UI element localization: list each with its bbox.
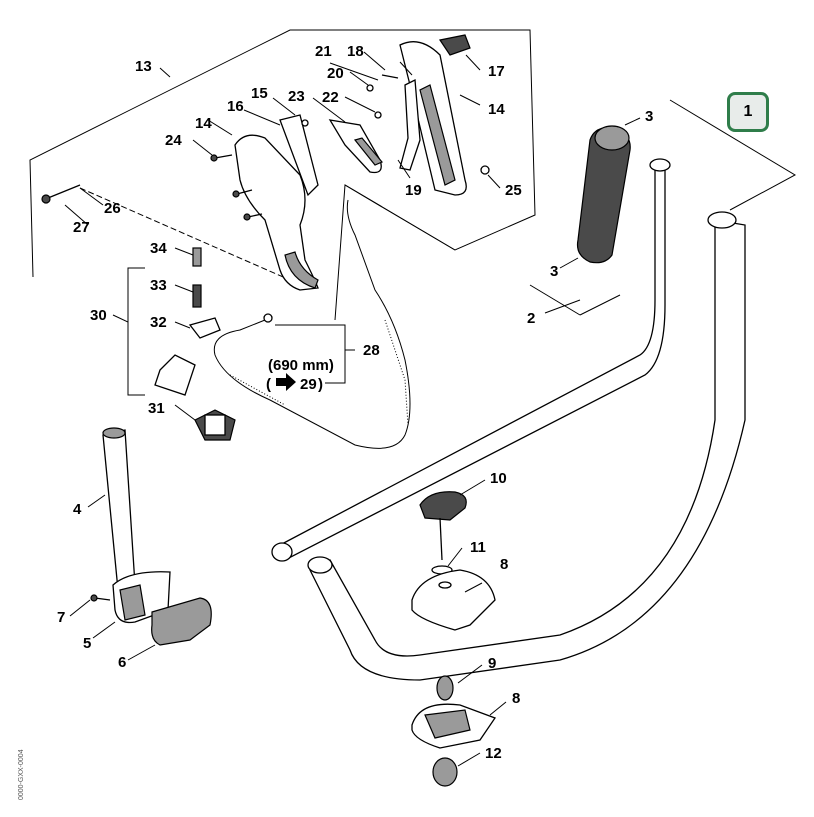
label-29: 29 xyxy=(300,376,317,393)
label-31: 31 xyxy=(148,400,165,417)
label-2: 2 xyxy=(527,310,535,327)
label-11: 11 xyxy=(470,539,486,556)
label-24: 24 xyxy=(165,132,182,149)
label-8-lower: 8 xyxy=(512,690,520,707)
label-34: 34 xyxy=(150,240,167,257)
label-27: 27 xyxy=(73,219,90,236)
throttle-parts xyxy=(301,74,490,175)
label-3-top: 3 xyxy=(645,108,653,125)
leader-lines xyxy=(64,51,641,767)
label-29-close: ) xyxy=(318,376,323,393)
label-23: 23 xyxy=(288,88,305,105)
handlebar-group-outline xyxy=(529,99,797,316)
control-handle xyxy=(234,34,471,291)
shaft-and-clamp xyxy=(90,427,212,646)
label-25: 25 xyxy=(505,182,522,199)
label-21: 21 xyxy=(315,43,332,60)
label-19: 19 xyxy=(405,182,422,199)
label-7: 7 xyxy=(57,609,65,626)
dimension-note: (690 mm) xyxy=(268,357,334,374)
label-14-left: 14 xyxy=(195,115,212,132)
label-17: 17 xyxy=(488,63,505,80)
handle-group-outline xyxy=(29,29,536,321)
handlebar-tube xyxy=(271,158,746,681)
part-labels: 2 3 3 4 5 6 7 8 8 9 10 11 12 13 14 14 15… xyxy=(57,43,653,762)
label-5: 5 xyxy=(83,635,91,652)
handle-clamp-assembly xyxy=(411,491,497,787)
label-13: 13 xyxy=(135,58,152,75)
screws xyxy=(41,154,263,221)
label-18: 18 xyxy=(347,43,364,60)
label-30: 30 xyxy=(90,307,107,324)
label-3-lower: 3 xyxy=(550,263,558,280)
label-29-paren: ( xyxy=(266,376,271,393)
label-28: 28 xyxy=(363,342,380,359)
document-code: 0000-GXX-0004 xyxy=(18,749,25,800)
assembly-number-badge: 1 xyxy=(727,92,769,132)
arrow-right-icon xyxy=(276,373,296,391)
label-22: 22 xyxy=(322,89,339,106)
label-15: 15 xyxy=(251,85,268,102)
label-12: 12 xyxy=(485,745,502,762)
switch-bracket-parts xyxy=(127,247,236,441)
label-9: 9 xyxy=(488,655,496,672)
throttle-cable xyxy=(213,199,411,449)
label-6: 6 xyxy=(118,654,126,671)
handlebar-grip xyxy=(576,125,631,264)
label-4: 4 xyxy=(73,501,82,518)
label-33: 33 xyxy=(150,277,167,294)
label-8-upper: 8 xyxy=(500,556,508,573)
label-20: 20 xyxy=(327,65,344,82)
label-16: 16 xyxy=(227,98,244,115)
label-32: 32 xyxy=(150,314,167,331)
label-26: 26 xyxy=(104,200,121,217)
label-14-right: 14 xyxy=(488,101,505,118)
label-10: 10 xyxy=(490,470,507,487)
